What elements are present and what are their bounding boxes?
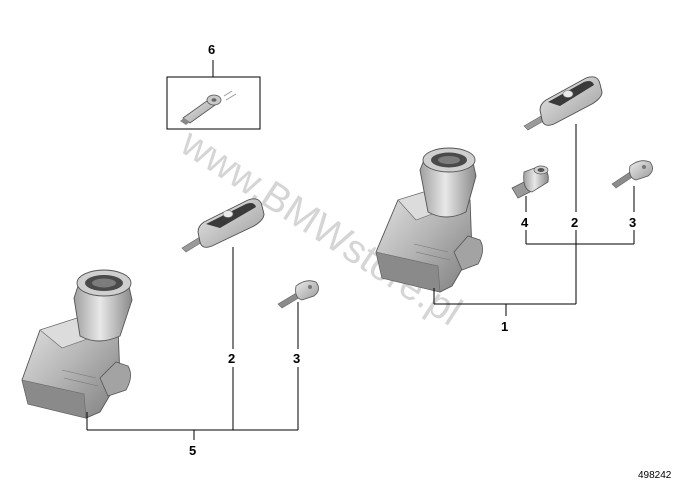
part-6-group [166, 60, 261, 130]
callout-3-left: 3 [293, 351, 300, 366]
diagram-reference-number: 498242 [638, 470, 672, 481]
leaders-right [433, 124, 635, 316]
key-fob-right [523, 76, 603, 131]
key-left [277, 280, 319, 309]
key-right [611, 160, 653, 189]
lock-assembly-right [375, 147, 483, 293]
part-6-lever-icon [180, 90, 237, 125]
key-fob-left [181, 198, 265, 253]
callout-3-right: 3 [629, 215, 636, 230]
callout-1: 1 [501, 319, 508, 334]
callout-5: 5 [189, 443, 196, 458]
lock-assembly-left [21, 269, 133, 419]
callout-2-left: 2 [228, 351, 235, 366]
leaders-left [86, 247, 299, 440]
lock-cylinder-4 [511, 165, 549, 199]
callout-2-right: 2 [571, 215, 578, 230]
callout-4: 4 [521, 215, 529, 230]
callout-6: 6 [208, 42, 215, 57]
